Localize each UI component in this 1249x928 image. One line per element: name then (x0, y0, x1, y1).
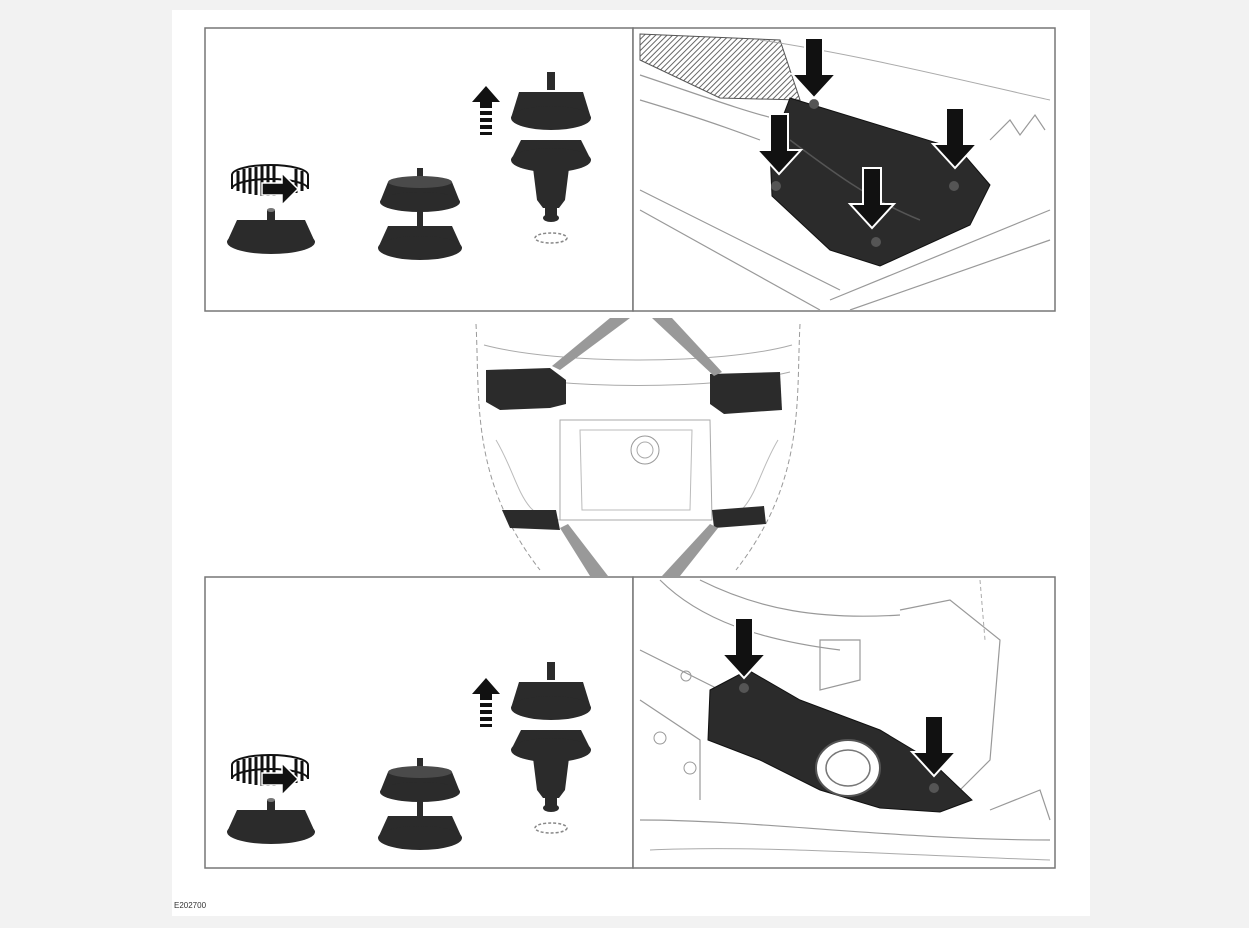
figure-id-label: E202700 (174, 901, 207, 910)
bottom-left-panel (204, 576, 634, 869)
bottom-right-panel (632, 576, 1056, 869)
top-left-panel (204, 27, 634, 312)
top-right-panel (632, 27, 1056, 312)
vehicle-underside-overview (475, 318, 801, 576)
